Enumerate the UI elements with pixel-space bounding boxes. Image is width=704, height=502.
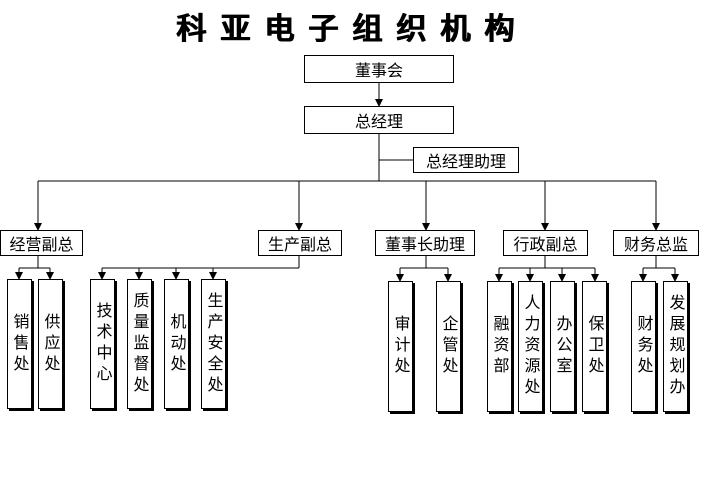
node-general-manager: 总经理 — [304, 106, 454, 134]
node-security: 保卫处 — [582, 281, 607, 412]
node-corp-management: 企管处 — [436, 281, 461, 412]
node-planning: 发展规划办 — [663, 281, 688, 412]
node-financing: 融资部 — [487, 281, 512, 412]
node-safety: 生产安全处 — [201, 279, 226, 409]
node-board: 董事会 — [304, 55, 454, 83]
node-quality: 质量监督处 — [127, 279, 152, 409]
node-cfo: 财务总监 — [613, 230, 699, 256]
node-gm-assistant: 总经理助理 — [413, 147, 519, 173]
node-office: 办公室 — [550, 281, 575, 412]
node-sales: 销售处 — [7, 279, 32, 409]
node-hr: 人力资源处 — [518, 281, 543, 412]
node-chairman-assistant: 董事长助理 — [375, 230, 475, 256]
node-mobile: 机动处 — [164, 279, 189, 409]
node-audit: 审计处 — [388, 281, 413, 412]
chart-title: 科亚电子组织机构 — [176, 12, 528, 47]
node-vp-production: 生产副总 — [258, 230, 342, 256]
node-vp-business: 经营副总 — [0, 230, 83, 256]
node-tech-center: 技术中心 — [90, 279, 115, 409]
node-supply: 供应处 — [38, 279, 63, 409]
node-finance: 财务处 — [631, 281, 656, 412]
node-vp-admin: 行政副总 — [503, 230, 588, 256]
